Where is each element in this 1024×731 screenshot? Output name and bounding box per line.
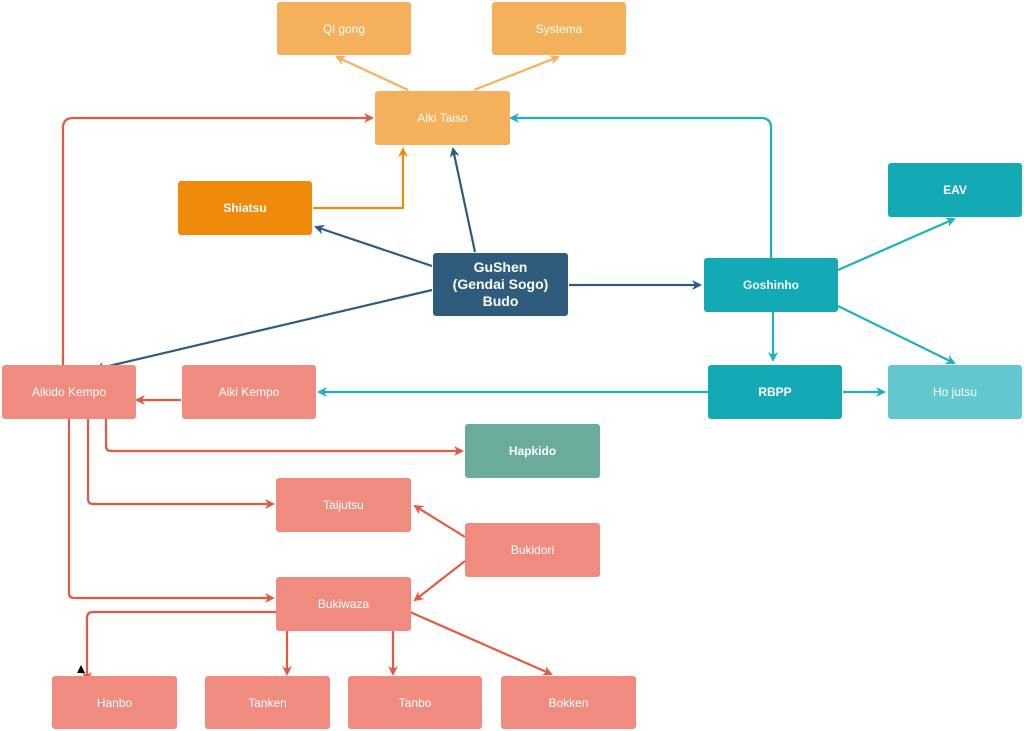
- node-aiki-kempo[interactable]: Aiki Kempo: [182, 365, 316, 419]
- node-aikido-kempo[interactable]: Aikido Kempo: [2, 365, 136, 419]
- node-label: EAV: [943, 183, 967, 197]
- node-label: Tanken: [248, 695, 287, 710]
- node-label: Bukiwaza: [317, 597, 370, 611]
- node-label: Aikido Kempo: [31, 385, 107, 399]
- node-rbpp[interactable]: RBPP: [708, 365, 842, 419]
- mouse-cursor-icon: [77, 665, 85, 673]
- node-label: Bukidori: [510, 543, 555, 557]
- node-label: Bokken: [548, 695, 589, 710]
- edge-aiki-taiso-qi-gong: [335, 55, 409, 91]
- edge-aikido-kempo-aiki-taiso: [61, 113, 374, 365]
- edge-aiki-taiso-systema: [473, 55, 560, 92]
- node-label: Ho jutsu: [932, 385, 978, 399]
- node-label: Taijutsu: [323, 498, 364, 512]
- node-qi-gong[interactable]: Qi gong: [277, 2, 411, 55]
- node-systema[interactable]: Systema: [492, 2, 626, 55]
- node-gushen[interactable]: GuShen (Gendai Sogo) Budo: [433, 253, 568, 316]
- edge-goshinho-eav: [837, 217, 956, 272]
- node-label: Qi gong: [322, 21, 366, 36]
- node-eav[interactable]: EAV: [888, 163, 1022, 217]
- node-label: Hapkido: [508, 444, 557, 458]
- node-label: Tanbo: [398, 695, 432, 710]
- edge-aikido-kempo-taijutsu: [86, 419, 275, 509]
- node-tanken[interactable]: Tanken: [205, 676, 330, 729]
- edge-gushen-aikido-kempo: [94, 288, 433, 373]
- edge-gushen-aiki-taiso: [449, 147, 477, 253]
- node-label-line3: Budo: [482, 293, 519, 309]
- edge-aikido-kempo-bukiwaza: [67, 419, 275, 603]
- node-label-line1: GuShen: [473, 259, 528, 275]
- node-label: Shiatsu: [223, 201, 267, 215]
- node-hanbo[interactable]: Hanbo: [52, 676, 177, 729]
- node-ho-jutsu[interactable]: Ho jutsu: [888, 365, 1022, 419]
- node-hapkido[interactable]: Hapkido: [465, 424, 600, 478]
- node-goshinho[interactable]: Goshinho: [704, 258, 838, 312]
- node-bukidori[interactable]: Bukidori: [465, 523, 600, 577]
- edge-shiatsu-aiki-taiso: [313, 147, 408, 210]
- edge-gushen-shiatsu: [314, 224, 433, 268]
- node-label: Aiki Taiso: [417, 111, 468, 125]
- node-label: Aiki Kempo: [218, 385, 280, 399]
- edge-bukiwaza-hanbo: [82, 610, 276, 682]
- edge-bukidori-bukiwaza: [413, 560, 466, 602]
- edge-goshinho-aiki-taiso: [509, 113, 773, 258]
- edge-bukiwaza-bokken: [409, 610, 553, 676]
- node-shiatsu[interactable]: Shiatsu: [178, 181, 312, 235]
- node-label: Goshinho: [743, 278, 799, 292]
- node-bokken[interactable]: Bokken: [501, 676, 636, 729]
- node-label-line2: (Gendai Sogo): [452, 276, 549, 292]
- edge-aikido-kempo-hapkido: [104, 419, 464, 456]
- edge-bukidori-taijutsu: [413, 504, 466, 538]
- edge-goshinho-ho-jutsu: [837, 305, 956, 364]
- node-taijutsu[interactable]: Taijutsu: [276, 478, 411, 532]
- node-label: RBPP: [758, 385, 792, 399]
- node-tanbo[interactable]: Tanbo: [348, 676, 482, 729]
- node-aiki-taiso[interactable]: Aiki Taiso: [375, 91, 510, 145]
- node-bukiwaza[interactable]: Bukiwaza: [276, 577, 411, 631]
- node-label: Systema: [535, 21, 583, 36]
- node-label: Hanbo: [96, 695, 133, 710]
